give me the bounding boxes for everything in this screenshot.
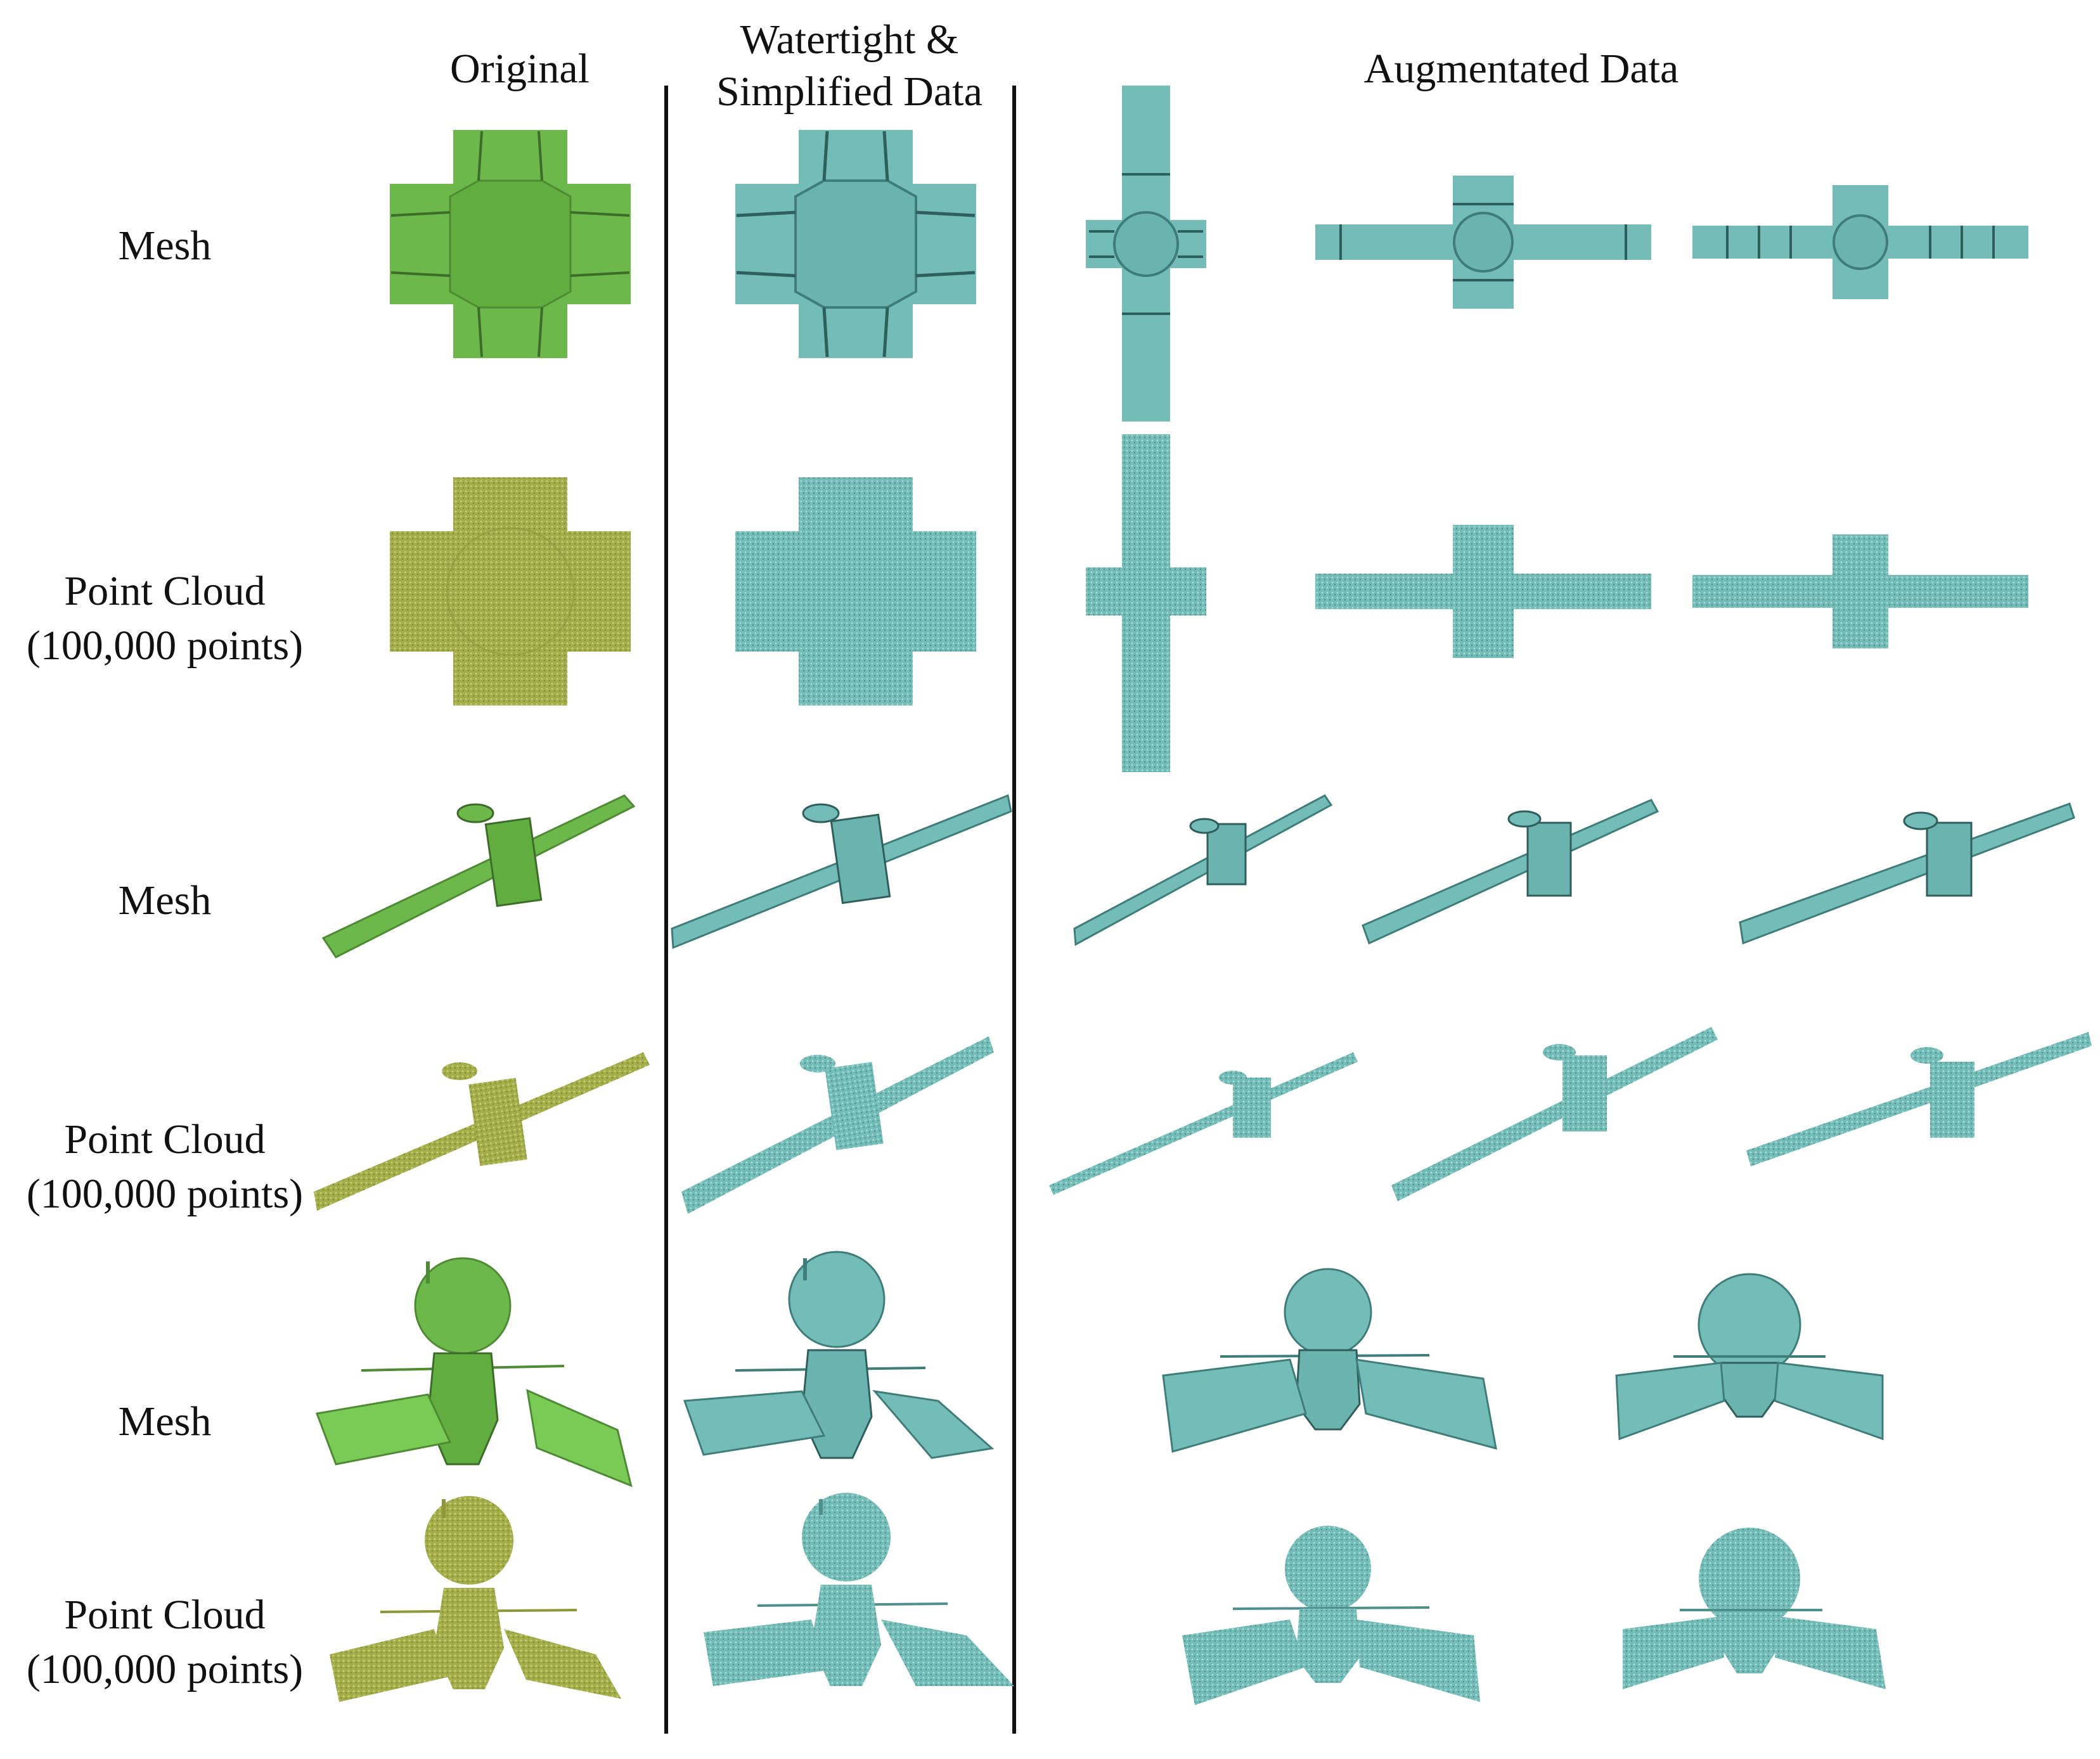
header-watertight-line1: Watertight & (740, 16, 959, 63)
augmented-cross-mesh-3 (1692, 185, 2028, 299)
watertight-sat-dish-mesh (683, 1251, 995, 1459)
row-label-2-line2: (100,000 points) (26, 622, 304, 669)
row-label-4-line1: Point Cloud (64, 1116, 266, 1163)
row-label-3: Mesh (0, 873, 330, 928)
augmented-sat-dish-mesh-1 (1162, 1268, 1497, 1453)
watertight-sat-dish-points (704, 1493, 1014, 1686)
header-original: Original (450, 46, 589, 92)
row-label-5-line1: Mesh (118, 1398, 212, 1445)
divider-left (664, 86, 668, 1734)
augmented-cross-mesh-2 (1315, 176, 1651, 309)
row-label-4: Point Cloud (100,000 points) (0, 1112, 330, 1221)
original-sat-dish-mesh (315, 1257, 633, 1488)
augmented-cross-mesh-1 (1086, 86, 1206, 422)
original-cross-points (390, 477, 631, 706)
original-sat-long-points (314, 1052, 650, 1211)
row-label-6-line1: Point Cloud (64, 1592, 266, 1638)
row-label-5: Mesh (0, 1395, 330, 1449)
augmented-cross-points-3 (1692, 534, 2028, 648)
augmented-sat-dish-mesh-2 (1615, 1273, 1884, 1441)
original-sat-dish-points (330, 1496, 621, 1702)
header-watertight: Watertight & Simplified Data (685, 14, 1014, 118)
header-watertight-line2: Simplified Data (716, 68, 982, 115)
watertight-sat-long-mesh (671, 794, 1012, 950)
divider-right (1012, 86, 1016, 1734)
augmented-cross-points-2 (1315, 525, 1651, 658)
row-label-2: Point Cloud (100,000 points) (0, 564, 330, 673)
augmented-cross-points-1 (1086, 434, 1206, 772)
watertight-sat-long-points (681, 1036, 994, 1214)
original-cross-mesh (390, 130, 631, 358)
row-label-6: Point Cloud (100,000 points) (0, 1588, 330, 1697)
augmented-sat-long-mesh-1 (1073, 794, 1333, 946)
watertight-cross-mesh (735, 130, 976, 358)
augmented-sat-dish-points-1 (1182, 1526, 1480, 1705)
header-augmented: Augmentated Data (1363, 46, 1679, 92)
row-label-4-line2: (100,000 points) (26, 1171, 304, 1217)
augmented-sat-long-points-3 (1746, 1032, 2092, 1166)
row-label-1: Mesh (0, 219, 330, 273)
row-label-6-line2: (100,000 points) (26, 1646, 304, 1692)
augmented-sat-long-points-1 (1049, 1052, 1358, 1195)
row-label-3-line1: Mesh (118, 877, 212, 924)
original-sat-long-mesh (321, 794, 636, 958)
row-label-2-line1: Point Cloud (64, 568, 266, 614)
augmented-sat-long-points-2 (1391, 1027, 1718, 1201)
watertight-cross-points (735, 477, 976, 706)
augmented-sat-dish-points-2 (1623, 1528, 1886, 1689)
row-label-1-line1: Mesh (118, 222, 212, 269)
augmented-sat-long-mesh-3 (1739, 802, 2075, 945)
augmented-sat-long-mesh-2 (1362, 799, 1659, 945)
